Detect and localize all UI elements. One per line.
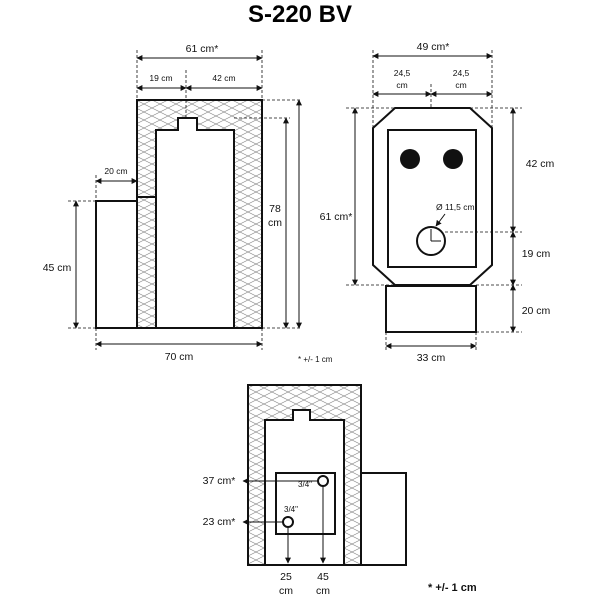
side-view-inner-cavity (156, 118, 234, 328)
rear-view-inner-outline (264, 409, 345, 565)
rear-label-right-distance-b: cm (316, 585, 330, 597)
side-label-height-low: 45 cm (43, 262, 72, 274)
tolerance-note-small: * +/- 1 cm (298, 355, 333, 364)
side-label-height-a: 78 (269, 203, 281, 215)
front-label-pipe-diameter: Ø 11,5 cm (436, 202, 475, 212)
front-label-width-total: 49 cm* (417, 41, 450, 53)
rear-label-left-distance-b: cm (279, 585, 293, 597)
front-label-height-upper: 42 cm (526, 158, 555, 170)
rear-label-lower-height: 23 cm* (203, 516, 236, 528)
side-label-width-right: 42 cm (212, 73, 235, 83)
front-view-body-outline (372, 107, 493, 286)
front-view-hole-left (400, 149, 420, 169)
drawing-title: S-220 BV (248, 1, 352, 28)
rear-label-upper-height: 37 cm* (203, 475, 236, 487)
rear-label-lower-size: 3/4" (284, 505, 298, 514)
front-label-half-left-a: 24,5 (394, 68, 411, 78)
side-label-base: 70 cm (165, 351, 194, 363)
front-view-base (385, 285, 477, 333)
side-label-height-b: cm (268, 217, 282, 229)
rear-view: 3/4" 3/4" 37 cm* 23 cm* 25 cm 45 cm (203, 384, 407, 597)
front-label-height-total: 61 cm* (320, 211, 353, 223)
front-label-half-right-a: 24,5 (453, 68, 470, 78)
rear-view-connection-panel (275, 472, 336, 535)
front-label-base-width: 33 cm (417, 352, 446, 364)
front-view-hole-right (443, 149, 463, 169)
rear-label-right-distance-a: 45 (317, 571, 329, 583)
rear-view-water-tank (360, 472, 407, 566)
side-label-width-total: 61 cm* (186, 43, 219, 55)
front-label-half-left-b: cm (396, 80, 407, 90)
front-label-height-mid: 19 cm (522, 248, 551, 260)
rear-label-left-distance-a: 25 (280, 571, 292, 583)
front-view-flue-pipe (416, 226, 446, 256)
tolerance-note-large: * +/- 1 cm (428, 582, 477, 594)
rear-label-upper-size: 3/4" (298, 480, 312, 489)
front-label-height-base: 20 cm (522, 305, 551, 317)
side-label-width-left: 19 cm (149, 73, 172, 83)
front-view-door (387, 129, 477, 268)
front-view-flue-leader (435, 213, 446, 227)
side-label-step: 20 cm (104, 166, 127, 176)
side-view-inner-outline (137, 117, 235, 328)
side-view: 61 cm* 19 cm 42 cm 20 cm 78 cm 45 cm 70 … (43, 43, 302, 363)
front-label-half-right-b: cm (455, 80, 466, 90)
front-view: Ø 11,5 cm 49 cm* 24,5 cm 24,5 cm 61 cm* … (320, 41, 555, 364)
